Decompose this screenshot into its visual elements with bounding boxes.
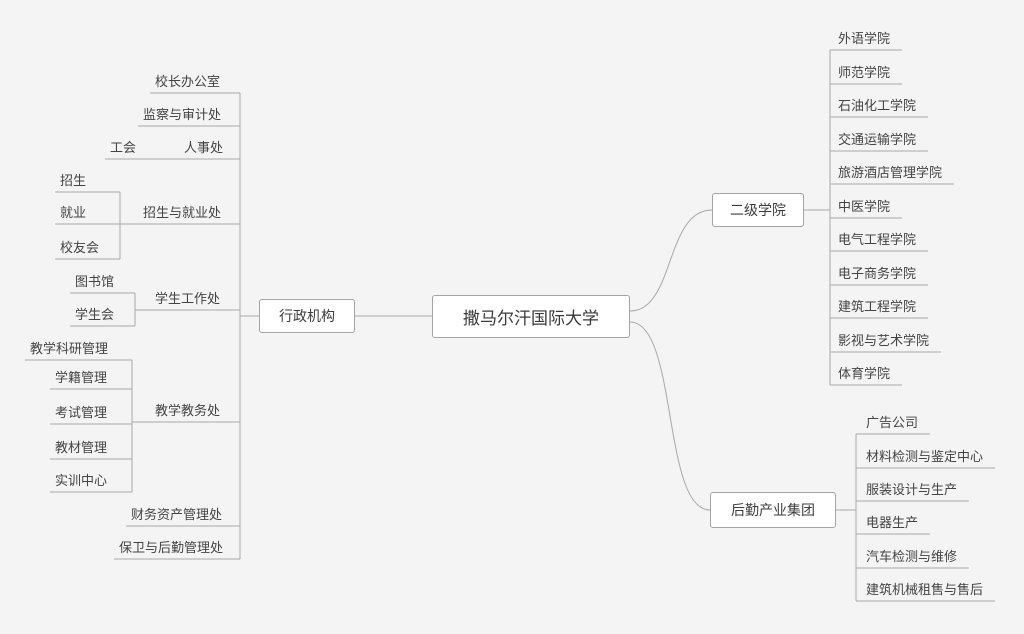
node-admin-3-2[interactable]: 校友会 xyxy=(60,240,100,255)
node-admin-4[interactable]: 学生工作处 xyxy=(155,291,221,306)
node-admin-0[interactable]: 校长办公室 xyxy=(155,74,221,89)
node-logistics-5[interactable]: 建筑机械租售与售后 xyxy=(866,582,984,597)
node-admin-6[interactable]: 财务资产管理处 xyxy=(131,507,223,522)
node-admin-1[interactable]: 监察与审计处 xyxy=(143,107,222,122)
branch-admin[interactable]: 行政机构 xyxy=(259,299,355,333)
node-admin-5-1[interactable]: 学籍管理 xyxy=(55,370,108,385)
node-admin-3-1[interactable]: 就业 xyxy=(60,205,87,220)
branch-logistics[interactable]: 后勤产业集团 xyxy=(710,492,836,528)
node-logistics-4[interactable]: 汽车检测与维修 xyxy=(866,549,958,564)
central-topic[interactable]: 撒马尔汗国际大学 xyxy=(432,295,630,338)
node-colleges-3[interactable]: 交通运输学院 xyxy=(838,132,917,147)
branch-colleges[interactable]: 二级学院 xyxy=(712,193,804,227)
node-admin-3-0[interactable]: 招生 xyxy=(60,173,87,188)
node-admin-5-2[interactable]: 考试管理 xyxy=(55,405,108,420)
node-admin-5[interactable]: 教学教务处 xyxy=(155,403,221,418)
node-colleges-7[interactable]: 电子商务学院 xyxy=(838,266,917,281)
node-colleges-6[interactable]: 电气工程学院 xyxy=(838,232,917,247)
node-colleges-10[interactable]: 体育学院 xyxy=(838,366,891,381)
node-logistics-0[interactable]: 广告公司 xyxy=(866,415,919,430)
node-admin-5-0[interactable]: 教学科研管理 xyxy=(30,341,109,356)
node-admin-5-4[interactable]: 实训中心 xyxy=(55,473,108,488)
node-admin-4-1[interactable]: 学生会 xyxy=(75,307,115,322)
node-admin-2[interactable]: 人事处 xyxy=(184,140,224,155)
node-admin-7[interactable]: 保卫与后勤管理处 xyxy=(119,540,224,555)
node-logistics-1[interactable]: 材料检测与鉴定中心 xyxy=(866,449,984,464)
node-admin-5-3[interactable]: 教材管理 xyxy=(55,440,108,455)
node-logistics-2[interactable]: 服装设计与生产 xyxy=(866,482,958,497)
node-colleges-9[interactable]: 影视与艺术学院 xyxy=(838,333,930,348)
node-colleges-2[interactable]: 石油化工学院 xyxy=(838,98,917,113)
node-colleges-5[interactable]: 中医学院 xyxy=(838,199,891,214)
node-colleges-0[interactable]: 外语学院 xyxy=(838,31,891,46)
node-admin-4-0[interactable]: 图书馆 xyxy=(75,274,115,289)
node-colleges-1[interactable]: 师范学院 xyxy=(838,65,891,80)
node-admin-3[interactable]: 招生与就业处 xyxy=(143,205,222,220)
node-admin-2-0[interactable]: 工会 xyxy=(110,140,137,155)
node-logistics-3[interactable]: 电器生产 xyxy=(866,515,919,530)
node-colleges-4[interactable]: 旅游酒店管理学院 xyxy=(838,165,943,180)
node-colleges-8[interactable]: 建筑工程学院 xyxy=(838,299,917,314)
